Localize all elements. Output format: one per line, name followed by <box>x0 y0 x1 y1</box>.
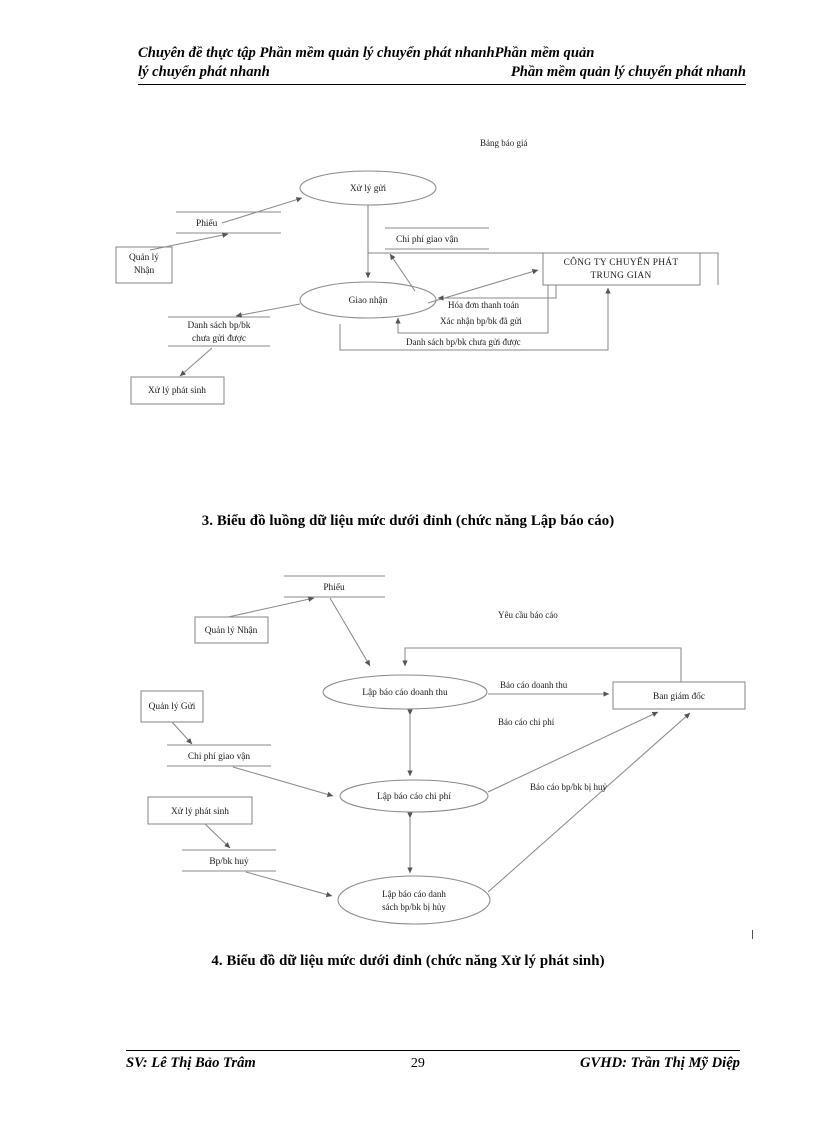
flow-label-yeu-cau-bao-cao: Yêu cầu báo cáo <box>498 610 558 620</box>
flow-phieu-to-xu-ly-gui <box>221 197 303 224</box>
flow-phieu-to-lap-bao-cao-doanh-thu <box>329 597 371 667</box>
flow-label-xac-nhan-bp-bk-da-gui: Xác nhận bp/bk đã gửi <box>440 316 522 326</box>
entity-label-cong-ty-line2: TRUNG GIAN <box>590 271 651 281</box>
entity-label-quan-ly-nhan: Quản lý Nhận <box>205 626 258 636</box>
footer-page-number: 29 <box>410 1056 425 1071</box>
flow-label-danh-sach-bp-bk-chua-gui-duoc: Danh sách bp/bk chưa gửi được <box>406 337 521 347</box>
stray-page-mark <box>752 930 753 939</box>
flow-yeu-cau-bao-cao: Yêu cầu báo cáo <box>402 610 682 682</box>
flow-danh-sach-bp-bk-chua-gui-duoc: Danh sách bp/bk chưa gửi được <box>339 287 611 351</box>
datastore-label-chi-phi-giao-van: Chi phí giao vận <box>188 752 251 762</box>
entity-cong-ty-chuyen-phat-trung-gian: CÔNG TY CHUYỂN PHÁT TRUNG GIAN <box>542 252 701 286</box>
datastore-danh-sach-bp-bk-chua-gui: Danh sách bp/bk chưa gửi được <box>168 316 270 347</box>
flow-quan-ly-nhan-to-phieu <box>227 596 315 618</box>
flow-quan-ly-nhan-to-phieu <box>149 232 229 251</box>
entity-label-ban-giam-doc: Ban giám đốc <box>653 691 705 702</box>
entity-quan-ly-nhan: Quản lý Nhận <box>115 246 173 284</box>
process-lap-bao-cao-danh-sach-bp-bk-bi-huy: Lập báo cáo danh sách bp/bk bị hủy <box>337 875 491 925</box>
flow-hoa-don-thanh-toan: Hóa đơn thanh toán <box>437 285 557 310</box>
entity-quan-ly-gui: Quản lý Gửi <box>140 690 204 723</box>
flow-bao-cao-doanh-thu: Báo cáo doanh thu <box>488 680 610 697</box>
footer-supervisor-name: GVHD: Trần Thị Mỹ Diệp <box>579 1055 740 1071</box>
header-line-2-left-text: lý chuyển phát nhanh <box>138 64 270 80</box>
datastore-label-danh-sach-line2: chưa gửi được <box>192 334 246 344</box>
flow-label-bao-cao-doanh-thu: Báo cáo doanh thu <box>500 680 568 690</box>
footer-student-name: SV: Lê Thị Bảo Trâm <box>126 1055 256 1071</box>
flow-giao-nhan-to-danh-sach <box>235 303 301 318</box>
process-label-lap-bao-cao-chi-phi: Lập báo cáo chi phí <box>377 792 451 802</box>
entity-xu-ly-phat-sinh: Xử lý phát sinh <box>130 376 225 405</box>
datastore-phieu: Phiếu <box>176 211 281 234</box>
process-label-lap-bao-cao-danh-sach-line2: sách bp/bk bị hủy <box>382 902 446 912</box>
dfd-diagram-level2-xu-ly-phat-sinh: Bảng báo giá Xử lý gửi Phiếu Quản lý Nhậ… <box>0 128 816 418</box>
process-lap-bao-cao-doanh-thu: Lập báo cáo doanh thu <box>322 674 488 710</box>
header-line-1: Chuyên đề thực tập Phần mềm quản lý chuy… <box>138 44 746 63</box>
datastore-label-phieu: Phiếu <box>196 218 218 229</box>
flow-giao-nhan-to-chi-phi <box>389 253 416 292</box>
process-lap-bao-cao-chi-phi: Lập báo cáo chi phí <box>339 779 489 813</box>
dfd-diagram-level2-lap-bao-cao: Phiếu Quản lý Nhận Yêu cầu báo cáo Lập b… <box>0 570 816 940</box>
datastore-label-phieu: Phiếu <box>323 582 345 593</box>
process-xu-ly-gui: Xử lý gửi <box>299 170 437 206</box>
entity-label-quan-ly-nhan-line1: Quản lý <box>129 253 159 263</box>
datastore-label-bp-bk-huy: Bp/bk huỷ <box>209 857 249 867</box>
header-line-2-right-text: Phần mềm quản lý chuyển phát nhanh <box>510 64 746 80</box>
flow-bp-bk-huy-to-lap-bao-cao-danh-sach <box>245 871 333 898</box>
flow-label-bao-cao-bp-bk-bi-huy: Báo cáo bp/bk bị huỷ <box>530 782 607 792</box>
datastore-label-danh-sach-line1: Danh sách bp/bk <box>187 321 250 331</box>
entity-ban-giam-doc: Ban giám đốc <box>612 681 746 710</box>
entity-xu-ly-phat-sinh: Xử lý phát sinh <box>147 796 253 825</box>
flow-bao-cao-chi-phi: Báo cáo chi phí <box>487 711 659 793</box>
datastore-chi-phi-giao-van: Chi phí giao vận <box>167 744 271 767</box>
flow-label-bao-cao-chi-phi: Báo cáo chi phí <box>498 717 555 727</box>
page-header: Chuyên đề thực tập Phần mềm quản lý chuy… <box>138 44 746 85</box>
entity-label-xu-ly-phat-sinh: Xử lý phát sinh <box>171 807 229 817</box>
flow-label-bang-bao-gia: Bảng báo giá <box>480 138 528 148</box>
entity-label-quan-ly-gui: Quản lý Gửi <box>149 702 196 712</box>
datastore-phieu: Phiếu <box>284 575 385 598</box>
process-label-lap-bao-cao-danh-sach-line1: Lập báo cáo danh <box>382 889 446 899</box>
flow-bao-cao-bp-bk-bi-huy: Báo cáo bp/bk bị huỷ <box>487 712 691 893</box>
process-giao-nhan: Giao nhận <box>299 281 437 319</box>
datastore-chi-phi-giao-van: Chi phí giao vận <box>385 227 489 250</box>
flow-label-hoa-don-thanh-toan: Hóa đơn thanh toán <box>448 300 519 310</box>
entity-quan-ly-nhan: Quản lý Nhận <box>194 616 269 644</box>
entity-label-xu-ly-phat-sinh: Xử lý phát sinh <box>148 386 206 396</box>
flow-quan-ly-gui-to-chi-phi <box>171 721 193 745</box>
flow-danh-sach-to-xu-ly-phat-sinh <box>179 347 213 377</box>
flow-xac-nhan-bp-bk-da-gui: Xác nhận bp/bk đã gửi <box>395 285 549 334</box>
flow-xu-ly-phat-sinh-to-bp-bk-huy <box>204 823 231 849</box>
heading-section-4: 4. Biểu đồ dữ liệu mức dưới đỉnh (chức n… <box>211 953 605 969</box>
process-label-lap-bao-cao-doanh-thu: Lập báo cáo doanh thu <box>362 688 448 698</box>
entity-label-cong-ty-line1: CÔNG TY CHUYỂN PHÁT <box>564 255 679 268</box>
process-label-xu-ly-gui: Xử lý gửi <box>350 184 387 194</box>
datastore-label-chi-phi-giao-van: Chi phí giao vận <box>396 235 459 245</box>
header-line-2: lý chuyển phát nhanh Phần mềm quản lý ch… <box>138 63 746 82</box>
datastore-bp-bk-huy: Bp/bk huỷ <box>182 849 276 872</box>
page-footer: SV: Lê Thị Bảo Trâm 29 GVHD: Trần Thị Mỹ… <box>126 1050 740 1072</box>
heading-section-3: 3. Biểu đồ luồng dữ liệu mức dưới đỉnh (… <box>201 513 615 529</box>
header-line-1-text: Chuyên đề thực tập Phần mềm quản lý chuy… <box>138 45 595 61</box>
process-label-giao-nhan: Giao nhận <box>349 296 388 306</box>
entity-label-quan-ly-nhan-line2: Nhận <box>134 266 155 276</box>
flow-chi-phi-to-lap-bao-cao-chi-phi <box>232 766 334 798</box>
